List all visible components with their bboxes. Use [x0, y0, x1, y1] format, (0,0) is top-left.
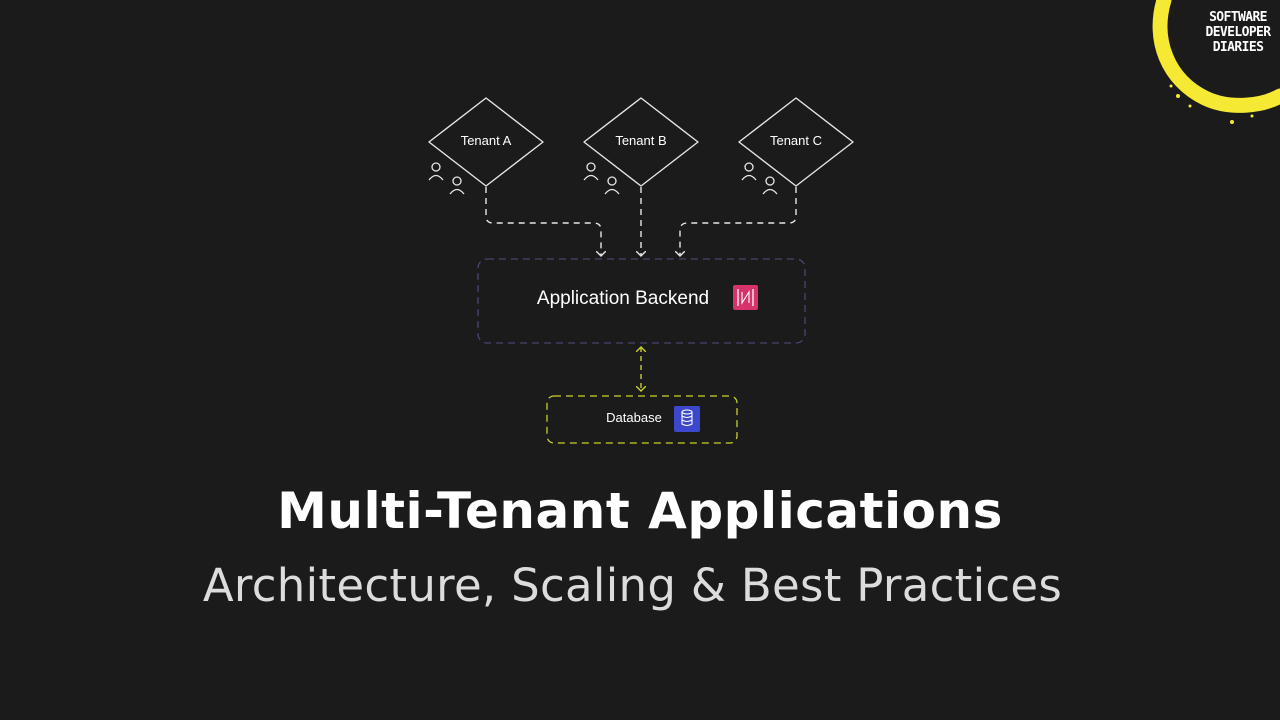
- application-backend-box: [477, 258, 806, 344]
- brand-line-2: DEVELOPER: [1205, 25, 1271, 40]
- user-icon: [604, 176, 620, 195]
- database-label: Database: [606, 410, 662, 425]
- user-icon: [583, 162, 599, 181]
- connector-tenant-c-backend: [680, 187, 797, 256]
- tenant-a-label: Tenant A: [461, 133, 512, 148]
- brand-line-3: DIARIES: [1212, 40, 1264, 55]
- tenant-c-label: Tenant C: [770, 133, 822, 148]
- database-icon: [674, 406, 700, 432]
- api-gateway-icon: [733, 285, 758, 310]
- user-icon: [428, 162, 444, 181]
- tenant-b-label: Tenant B: [615, 133, 666, 148]
- user-icon: [762, 176, 778, 195]
- tenant-a-node: [428, 97, 544, 195]
- connector-tenant-a-backend: [485, 187, 601, 256]
- subtitle: Architecture, Scaling & Best Practices: [202, 559, 1063, 612]
- application-backend-label: Application Backend: [537, 288, 709, 309]
- tenant-b-node: [583, 97, 699, 195]
- tenant-c-node: [738, 97, 854, 195]
- user-icon: [741, 162, 757, 181]
- main-title: Multi-Tenant Applications: [277, 482, 1003, 540]
- database-box: [546, 395, 738, 444]
- brand-line-1: SOFTWARE: [1209, 10, 1267, 25]
- user-icon: [449, 176, 465, 195]
- brand-logo-ring: [1152, 0, 1280, 124]
- brand-logo: SOFTWARE DEVELOPER DIARIES: [1200, 10, 1276, 55]
